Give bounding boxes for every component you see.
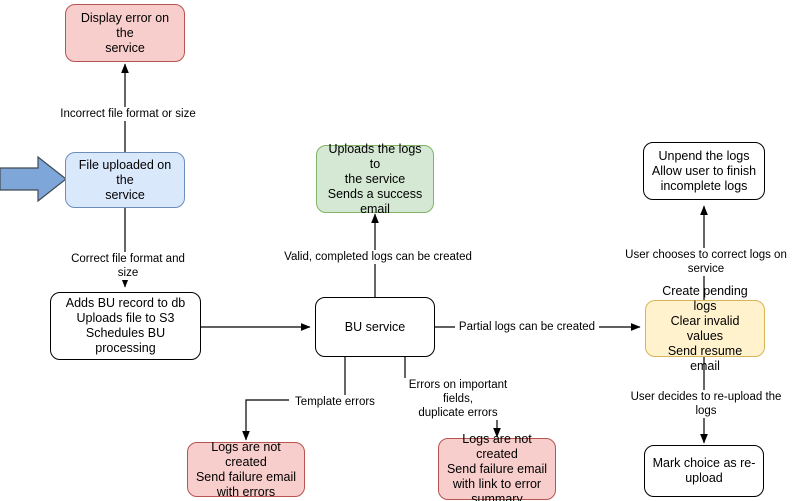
node-create-pending-logs[interactable]: Create pending logs Clear invalid values… — [645, 284, 765, 373]
node-display-error[interactable]: Display error on the service — [65, 4, 185, 62]
edge-label-valid-logs: Valid, completed logs can be created — [282, 250, 474, 264]
incoming-block-arrow — [0, 155, 67, 203]
node-logs-not-created-errors[interactable]: Logs are not created Send failure email … — [187, 440, 305, 499]
node-logs-not-created-link[interactable]: Logs are not created Send failure email … — [438, 432, 556, 501]
node-bu-service[interactable]: BU service — [315, 297, 435, 357]
edge-label-incorrect-format: Incorrect file format or size — [57, 107, 199, 121]
edge-label-template-errors: Template errors — [289, 395, 381, 409]
node-uploads-logs[interactable]: Uploads the logs to the service Sends a … — [316, 142, 434, 216]
node-unpend-logs[interactable]: Unpend the logs Allow user to finish inc… — [643, 142, 765, 200]
node-file-uploaded[interactable]: File uploaded on the service — [65, 152, 185, 208]
edge-label-correct-format: Correct file format and size — [58, 252, 198, 280]
node-adds-bu-record[interactable]: Adds BU record to db Uploads file to S3 … — [50, 292, 201, 360]
edge-label-user-corrects: User chooses to correct logs on service — [606, 248, 801, 276]
edge-label-important-errors: Errors on important fields, duplicate er… — [392, 378, 524, 420]
edge-label-partial-logs: Partial logs can be created — [455, 320, 599, 334]
edge-label-user-reupload: User decides to re-upload the logs — [617, 390, 795, 418]
node-mark-choice-reupload[interactable]: Mark choice as re- upload — [644, 445, 764, 497]
